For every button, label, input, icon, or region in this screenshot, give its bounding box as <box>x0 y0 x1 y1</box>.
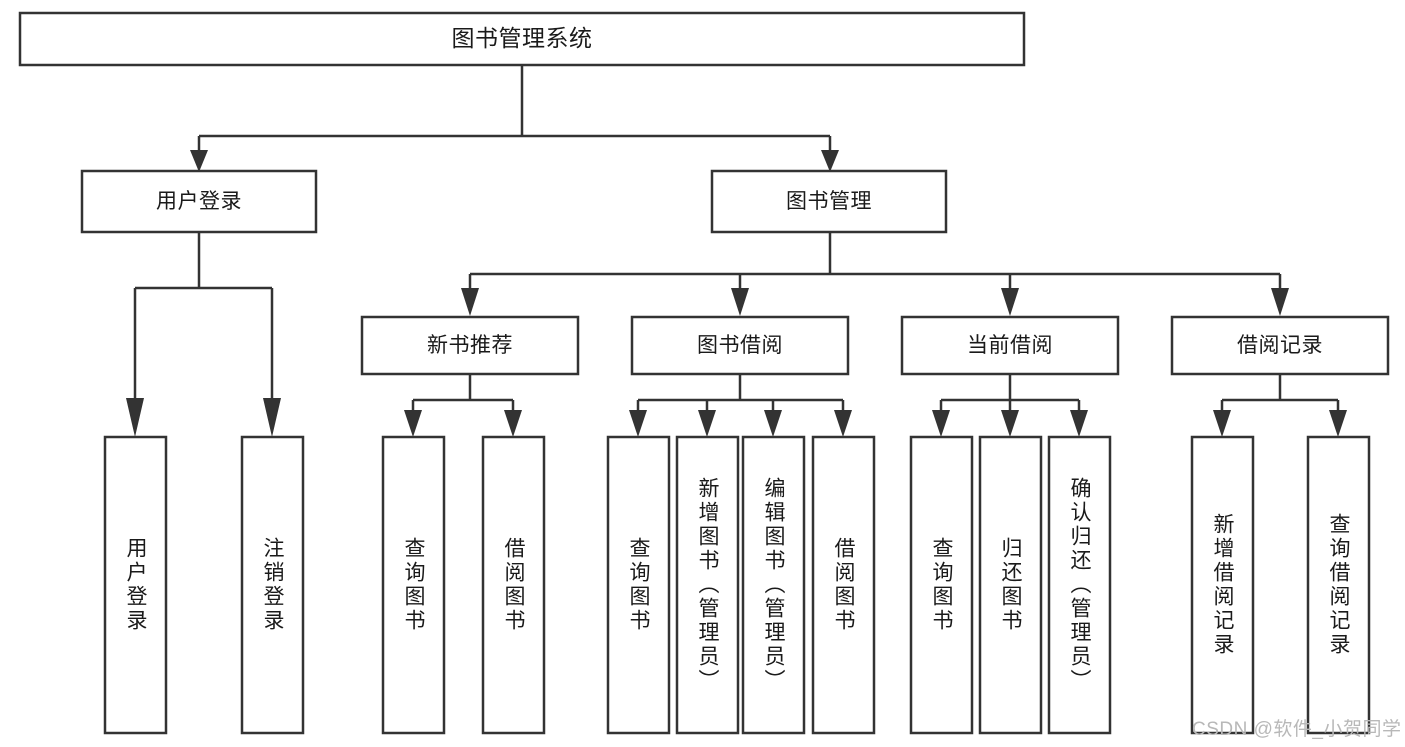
node-box-leaf-5[interactable] <box>606 435 671 735</box>
node-label-leaf-1: 用户登录 <box>124 537 147 633</box>
connector-current-to-leaves <box>932 374 1088 437</box>
node-box-borrow[interactable] <box>630 315 850 376</box>
node-label-leaf-3: 查询图书 <box>402 537 425 633</box>
node-label-bookmgmt: 图书管理 <box>786 189 872 213</box>
node-box-leaf-4[interactable] <box>481 435 546 735</box>
node-box-leaf-12[interactable] <box>1190 435 1255 735</box>
node-label-borrow: 图书借阅 <box>697 333 783 357</box>
node-label-leaf-8: 借阅图书 <box>832 537 855 633</box>
node-box-leaf-7[interactable] <box>741 435 806 735</box>
node-label-leaf-5: 查询图书 <box>627 537 650 633</box>
node-box-leaf-11[interactable] <box>1047 435 1112 735</box>
node-label-leaf-2: 注销登录 <box>261 537 284 633</box>
node-box-leaf-3[interactable] <box>381 435 446 735</box>
connector-newbook-to-leaves <box>404 374 522 437</box>
node-box-leaf-9[interactable] <box>909 435 974 735</box>
node-label-leaf-6: 新增图书（管理员） <box>696 477 719 693</box>
node-label-leaf-4: 借阅图书 <box>502 537 525 633</box>
node-label-leaf-13: 查询借阅记录 <box>1327 513 1350 657</box>
node-label-root: 图书管理系统 <box>451 25 593 52</box>
connector-borrow-to-leaves <box>629 374 852 437</box>
node-label-records: 借阅记录 <box>1237 333 1323 357</box>
connector-root-to-level2 <box>190 65 839 172</box>
node-label-leaf-12: 新增借阅记录 <box>1211 513 1234 657</box>
node-label-newbook: 新书推荐 <box>427 333 513 357</box>
node-box-root[interactable] <box>18 11 1026 67</box>
node-box-current[interactable] <box>900 315 1120 376</box>
node-label-leaf-9: 查询图书 <box>930 537 953 633</box>
node-label-login: 用户登录 <box>156 189 242 213</box>
node-label-current: 当前借阅 <box>967 333 1053 357</box>
connector-login-to-leaves <box>126 232 281 437</box>
node-box-bookmgmt[interactable] <box>710 169 948 234</box>
node-box-leaf-1[interactable] <box>103 435 168 735</box>
node-box-leaf-10[interactable] <box>978 435 1043 735</box>
connector-bookmgmt-to-level3 <box>461 232 1289 316</box>
node-box-login[interactable] <box>80 169 318 234</box>
node-box-leaf-13[interactable] <box>1306 435 1371 735</box>
connector-records-to-leaves <box>1213 374 1347 437</box>
node-box-newbook[interactable] <box>360 315 580 376</box>
node-box-leaf-8[interactable] <box>811 435 876 735</box>
node-box-leaf-6[interactable] <box>675 435 740 735</box>
node-box-records[interactable] <box>1170 315 1390 376</box>
node-box-leaf-2[interactable] <box>240 435 305 735</box>
node-label-leaf-7: 编辑图书（管理员） <box>762 477 785 693</box>
node-label-leaf-10: 归还图书 <box>999 537 1022 633</box>
node-label-leaf-11: 确认归还（管理员） <box>1068 477 1091 693</box>
